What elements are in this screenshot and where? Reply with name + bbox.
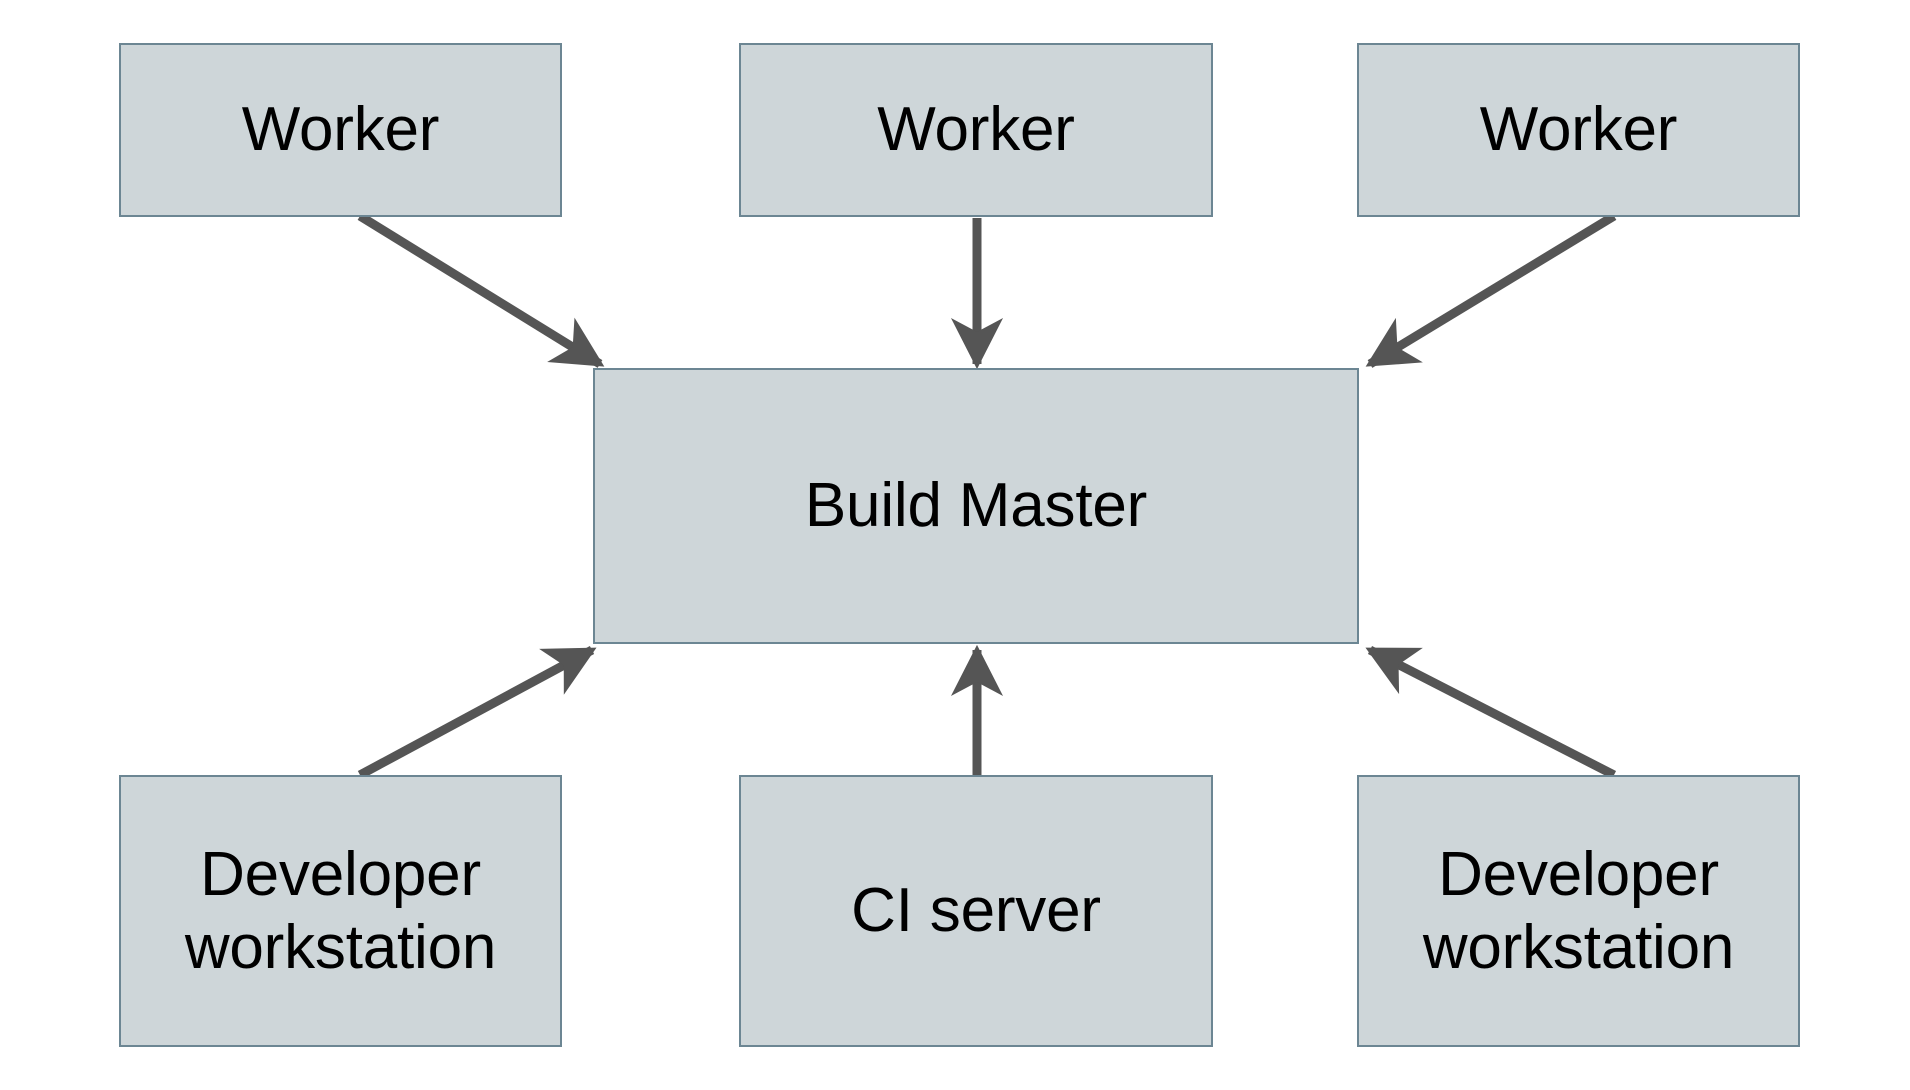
node-developer-workstation-right-label: Developer workstation xyxy=(1422,839,1735,982)
node-developer-workstation-left[interactable]: Developer workstation xyxy=(119,775,562,1047)
node-developer-workstation-right[interactable]: Developer workstation xyxy=(1357,775,1800,1047)
edge-dev-left-to-build-master xyxy=(357,646,597,779)
node-worker-1[interactable]: Worker xyxy=(119,43,562,217)
node-ci-server[interactable]: CI server xyxy=(739,775,1213,1047)
node-worker-3-label: Worker xyxy=(1479,95,1678,165)
node-build-master-label: Build Master xyxy=(804,471,1148,541)
node-worker-2-label: Worker xyxy=(877,95,1075,165)
node-build-master[interactable]: Build Master xyxy=(593,368,1359,644)
node-worker-2[interactable]: Worker xyxy=(739,43,1213,217)
node-worker-3[interactable]: Worker xyxy=(1357,43,1800,217)
edge-worker-3-to-build-master xyxy=(1365,212,1617,368)
edge-worker-1-to-build-master xyxy=(357,212,605,368)
node-developer-workstation-left-label: Developer workstation xyxy=(184,839,497,982)
node-ci-server-label: CI server xyxy=(851,876,1101,946)
edge-dev-right-to-build-master xyxy=(1365,645,1617,780)
node-worker-1-label: Worker xyxy=(241,95,440,165)
